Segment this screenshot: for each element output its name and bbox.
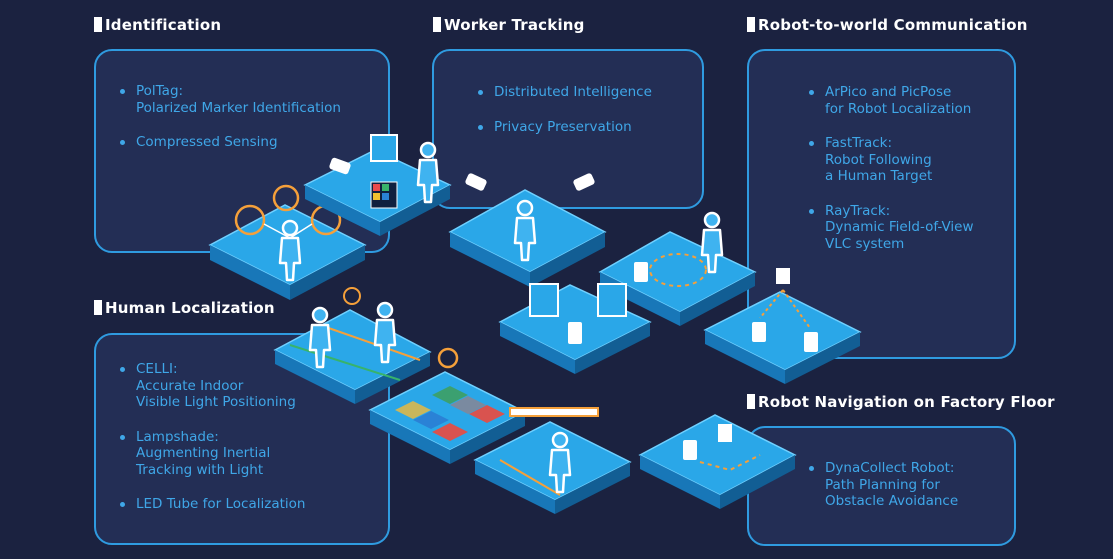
bullet-line: ArPico and PicPose: [825, 84, 952, 100]
bullet-line: FastTrack:: [825, 135, 892, 151]
bullet-item: LED Tube for Localization: [116, 496, 388, 513]
bullet-line: Augmenting Inertial: [136, 445, 271, 461]
worker-icon: [513, 199, 537, 262]
bullet-line: Polarized Marker Identification: [136, 99, 341, 116]
bullet-item: Privacy Preservation: [474, 119, 702, 136]
bullet-line: DynaCollect Robot:: [825, 460, 955, 476]
title-robot-to-world: Robot-to-world Communication: [747, 16, 1028, 34]
bullet-line: Distributed Intelligence: [494, 84, 652, 100]
lamp-icon: [437, 347, 459, 369]
lamp-icon: [343, 287, 361, 305]
title-robot-navigation: Robot Navigation on Factory Floor: [747, 393, 1055, 411]
tile-led-tube: [473, 407, 632, 514]
worker-icon: [700, 211, 724, 274]
bullet-line: Robot Following: [825, 151, 932, 168]
bullet-line: Visible Light Positioning: [136, 394, 296, 410]
bullet-line: Path Planning for: [825, 476, 940, 493]
bullet-line: for Robot Localization: [825, 100, 972, 117]
title-identification: Identification: [94, 16, 221, 34]
tile-privacy: [498, 283, 652, 374]
bullet-line: VLC system: [825, 235, 905, 252]
bullet-item: Compressed Sensing: [116, 134, 388, 151]
tile-fasttrack: [598, 211, 757, 326]
bullet-line: RayTrack:: [825, 202, 891, 219]
bullet-line: Compressed Sensing: [136, 134, 278, 150]
robot-icon: [634, 262, 648, 282]
robot-icon: [683, 440, 697, 460]
bullet-line: LED Tube for Localization: [136, 496, 306, 512]
tile-lampshade: [368, 347, 527, 464]
bullet-line: CELLI:: [136, 361, 178, 377]
bullet-line: PolTag:: [136, 83, 184, 99]
bullet-line: Dynamic Field-of-View: [825, 219, 974, 235]
worker-icon: [548, 431, 572, 494]
title-worker-tracking: Worker Tracking: [433, 16, 585, 34]
bullet-line: Accurate Indoor: [136, 377, 244, 394]
bullet-item: Distributed Intelligence: [474, 84, 702, 101]
title-human-localization: Human Localization: [94, 299, 275, 317]
bullet-line: Tracking with Light: [136, 461, 264, 478]
bullet-line: a Human Target: [825, 168, 933, 184]
bullet-item: PolTag:Polarized Marker Identification: [116, 83, 388, 116]
bullet-line: Lampshade:: [136, 428, 219, 445]
robot-icon: [568, 322, 582, 344]
bullet-line: Obstacle Avoidance: [825, 493, 959, 509]
bullet-line: Privacy Preservation: [494, 118, 632, 135]
